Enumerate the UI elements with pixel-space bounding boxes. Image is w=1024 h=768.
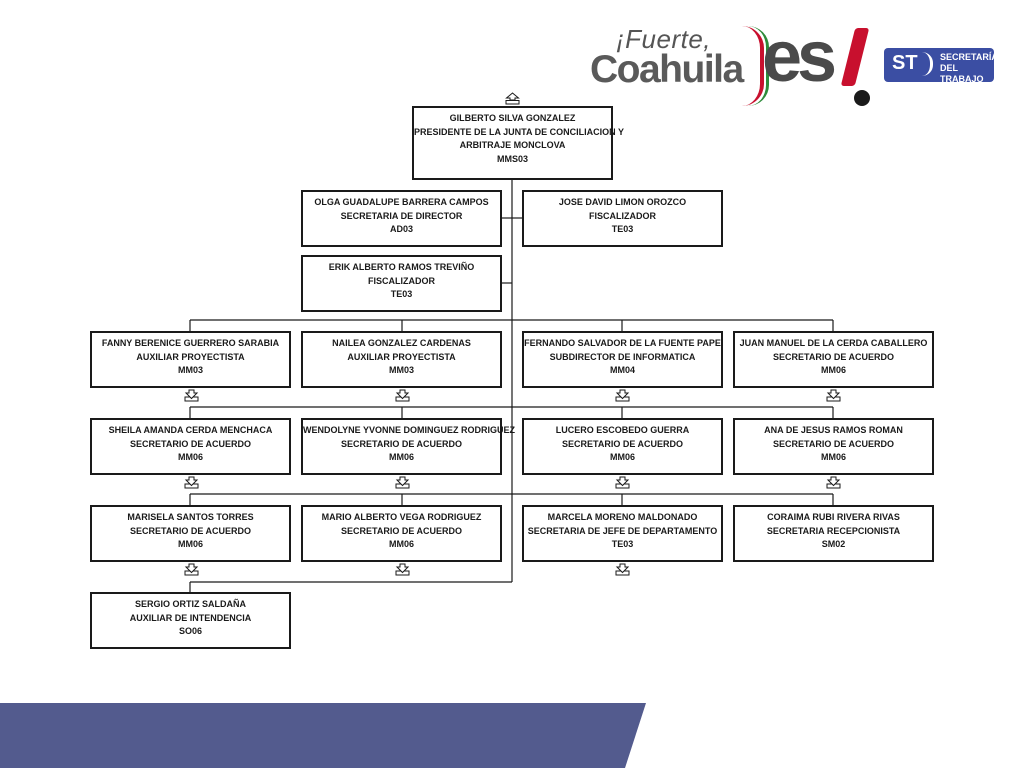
secretaria-del-trabajo-badge: ST SECRETARÍA DEL TRABAJO bbox=[884, 48, 998, 84]
box-code: AD03 bbox=[389, 224, 413, 234]
footer-band bbox=[0, 703, 646, 768]
box-title: SECRETARIO DE ACUERDO bbox=[129, 525, 251, 536]
box-title: SUBDIRECTOR DE INFORMATICA bbox=[549, 351, 696, 362]
box-title: SECRETARIO DE ACUERDO bbox=[129, 438, 251, 449]
down-arrow-box-icon[interactable] bbox=[615, 476, 630, 489]
box-title: FISCALIZADOR bbox=[368, 275, 435, 286]
box-code: TE03 bbox=[611, 224, 634, 234]
box-title: SECRETARIO DE ACUERDO bbox=[340, 438, 462, 449]
org-box-row1-4[interactable]: JUAN MANUEL DE LA CERDA CABALLERO SECRET… bbox=[733, 331, 934, 388]
box-title: AUXILIAR PROYECTISTA bbox=[136, 351, 245, 362]
down-arrow-box-icon[interactable] bbox=[615, 563, 630, 576]
box-code: MM06 bbox=[177, 539, 203, 549]
box-name: NAILEA GONZALEZ CARDENAS bbox=[332, 338, 471, 348]
box-name: WENDOLYNE YVONNE DOMINGUEZ RODRIGUEZ bbox=[303, 425, 516, 435]
box-title-line-1: PRESIDENTE DE LA JUNTA DE CONCILIACION Y bbox=[414, 126, 625, 137]
box-name: SHEILA AMANDA CERDA MENCHACA bbox=[108, 425, 273, 435]
box-name: CORAIMA RUBI RIVERA RIVAS bbox=[767, 512, 900, 522]
org-box-row2-4[interactable]: ANA DE JESUS RAMOS ROMAN SECRETARIO DE A… bbox=[733, 418, 934, 475]
up-arrow-box-icon[interactable] bbox=[505, 92, 520, 105]
org-box-row4-1[interactable]: SERGIO ORTIZ SALDAÑA AUXILIAR DE INTENDE… bbox=[90, 592, 291, 649]
box-name: ANA DE JESUS RAMOS ROMAN bbox=[764, 425, 903, 435]
box-code: MM04 bbox=[609, 365, 635, 375]
box-name: ERIK ALBERTO RAMOS TREVIÑO bbox=[328, 262, 475, 272]
box-title: SECRETARIO DE ACUERDO bbox=[561, 438, 683, 449]
box-code: SM02 bbox=[821, 539, 846, 549]
box-title-line-2: ARBITRAJE MONCLOVA bbox=[459, 140, 566, 150]
down-arrow-box-icon[interactable] bbox=[395, 563, 410, 576]
box-code: TE03 bbox=[390, 289, 413, 299]
box-name: FERNANDO SALVADOR DE LA FUENTE PAPE bbox=[524, 338, 721, 348]
box-code: MM03 bbox=[388, 365, 414, 375]
org-box-row3-4[interactable]: CORAIMA RUBI RIVERA RIVAS SECRETARIA REC… bbox=[733, 505, 934, 562]
box-code: TE03 bbox=[611, 539, 634, 549]
box-title: FISCALIZADOR bbox=[589, 210, 656, 221]
box-code: MM06 bbox=[177, 452, 203, 462]
box-code: MM03 bbox=[177, 365, 203, 375]
box-name: FANNY BERENICE GUERRERO SARABIA bbox=[101, 338, 280, 348]
st-text-line-1: SECRETARÍA bbox=[940, 52, 998, 62]
org-box-row1-2[interactable]: NAILEA GONZALEZ CARDENAS AUXILIAR PROYEC… bbox=[301, 331, 502, 388]
box-name: JUAN MANUEL DE LA CERDA CABALLERO bbox=[739, 338, 928, 348]
box-title: SECRETARIA RECEPCIONISTA bbox=[766, 525, 901, 536]
box-code: MM06 bbox=[609, 452, 635, 462]
footer-band-fill bbox=[0, 703, 646, 768]
org-box-row3-2[interactable]: MARIO ALBERTO VEGA RODRIGUEZ SECRETARIO … bbox=[301, 505, 502, 562]
box-title: SECRETARIO DE ACUERDO bbox=[772, 351, 894, 362]
logo-es: es bbox=[762, 17, 837, 97]
org-box-assistant-1[interactable]: OLGA GUADALUPE BARRERA CAMPOS SECRETARIA… bbox=[301, 190, 502, 247]
logo-line-1: ¡Fuerte, bbox=[616, 24, 712, 54]
box-title: SECRETARIA DE JEFE DE DEPARTAMENTO bbox=[527, 525, 718, 536]
org-box-assistant-2[interactable]: JOSE DAVID LIMON OROZCO FISCALIZADOR TE0… bbox=[522, 190, 723, 247]
box-name: GILBERTO SILVA GONZALEZ bbox=[449, 113, 576, 123]
box-name: JOSE DAVID LIMON OROZCO bbox=[558, 197, 687, 207]
org-box-row2-1[interactable]: SHEILA AMANDA CERDA MENCHACA SECRETARIO … bbox=[90, 418, 291, 475]
st-letters: ST bbox=[892, 52, 918, 74]
org-box-row1-1[interactable]: FANNY BERENICE GUERRERO SARABIA AUXILIAR… bbox=[90, 331, 291, 388]
down-arrow-box-icon[interactable] bbox=[184, 563, 199, 576]
down-arrow-box-icon[interactable] bbox=[395, 389, 410, 402]
box-code: MM06 bbox=[388, 539, 414, 549]
box-name: MARIO ALBERTO VEGA RODRIGUEZ bbox=[321, 512, 482, 522]
box-name: SERGIO ORTIZ SALDAÑA bbox=[134, 599, 246, 609]
box-code: MM06 bbox=[388, 452, 414, 462]
org-box-row3-3[interactable]: MARCELA MORENO MALDONADO SECRETARIA DE J… bbox=[522, 505, 723, 562]
down-arrow-box-icon[interactable] bbox=[826, 476, 841, 489]
logo-line-2: Coahuila bbox=[590, 48, 744, 91]
box-title: SECRETARIO DE ACUERDO bbox=[772, 438, 894, 449]
box-title: SECRETARIO DE ACUERDO bbox=[340, 525, 462, 536]
org-box-row1-3[interactable]: FERNANDO SALVADOR DE LA FUENTE PAPE SUBD… bbox=[522, 331, 723, 388]
down-arrow-box-icon[interactable] bbox=[184, 476, 199, 489]
box-name: MARCELA MORENO MALDONADO bbox=[547, 512, 698, 522]
st-curve bbox=[922, 52, 933, 76]
st-text-line-2: DEL TRABAJO bbox=[940, 63, 984, 84]
box-code: SO06 bbox=[178, 626, 202, 636]
org-box-row3-1[interactable]: MARISELA SANTOS TORRES SECRETARIO DE ACU… bbox=[90, 505, 291, 562]
logo-exclamation-dot bbox=[854, 90, 870, 106]
box-code: MM06 bbox=[820, 365, 846, 375]
box-name: MARISELA SANTOS TORRES bbox=[127, 512, 254, 522]
down-arrow-box-icon[interactable] bbox=[615, 389, 630, 402]
org-box-president[interactable]: GILBERTO SILVA GONZALEZ PRESIDENTE DE LA… bbox=[412, 106, 625, 180]
org-box-assistant-3[interactable]: ERIK ALBERTO RAMOS TREVIÑO FISCALIZADOR … bbox=[301, 255, 502, 312]
down-arrow-box-icon[interactable] bbox=[826, 389, 841, 402]
logo-green-arc bbox=[748, 26, 769, 106]
box-title: AUXILIAR PROYECTISTA bbox=[347, 351, 456, 362]
org-box-row2-3[interactable]: LUCERO ESCOBEDO GUERRA SECRETARIO DE ACU… bbox=[522, 418, 723, 475]
box-name: LUCERO ESCOBEDO GUERRA bbox=[555, 425, 690, 435]
st-text: SECRETARÍA DEL TRABAJO bbox=[940, 52, 998, 85]
fuerte-coahuila-logo: ¡Fuerte, Coahuila es ST SECRETARÍA DEL T… bbox=[586, 17, 998, 112]
down-arrow-box-icon[interactable] bbox=[395, 476, 410, 489]
down-arrow-box-icon[interactable] bbox=[184, 389, 199, 402]
box-title: SECRETARIA DE DIRECTOR bbox=[340, 210, 463, 221]
box-title: AUXILIAR DE INTENDENCIA bbox=[129, 612, 252, 623]
box-code: MM06 bbox=[820, 452, 846, 462]
box-name: OLGA GUADALUPE BARRERA CAMPOS bbox=[314, 197, 489, 207]
org-box-row2-2[interactable]: WENDOLYNE YVONNE DOMINGUEZ RODRIGUEZ SEC… bbox=[301, 418, 516, 475]
box-code: MMS03 bbox=[496, 153, 528, 164]
